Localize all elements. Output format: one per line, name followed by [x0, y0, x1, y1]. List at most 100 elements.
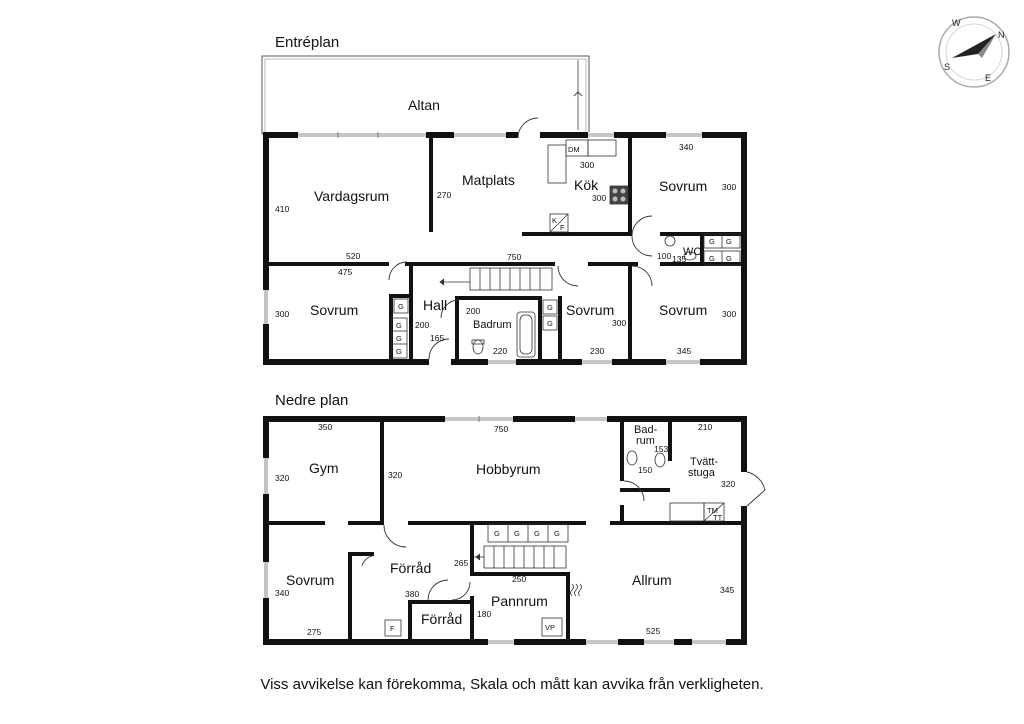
dim-bad-a: 153: [654, 444, 668, 454]
dim-sov-e-h: 300: [722, 309, 736, 319]
dim-gym-w: 350: [318, 422, 332, 432]
closet-g-10: G: [547, 319, 553, 328]
closet-g-9: G: [547, 303, 553, 312]
room-gym: Gym: [309, 460, 339, 476]
lower-floor-title: Nedre plan: [275, 392, 348, 409]
closet-g-4: G: [726, 254, 732, 263]
dim-kok-top: 300: [580, 160, 594, 170]
dim-wc-a: 100: [657, 251, 671, 261]
room-wc: WC: [683, 246, 701, 258]
room-tvattstuga-line2: stuga: [688, 467, 716, 479]
room-sovrum-w: Sovrum: [310, 302, 358, 318]
room-forrad-big: Förråd: [390, 560, 431, 576]
compass-w: W: [952, 18, 961, 28]
upper-bath-fixtures: [471, 235, 697, 358]
dim-sov-mid-w: 230: [590, 346, 604, 356]
compass-e: E: [985, 73, 991, 83]
dim-sov-mid-h: 300: [612, 318, 626, 328]
lower-stairs: [474, 545, 567, 569]
kitchen-f-label: F: [560, 223, 565, 232]
dim-wc-b: 135: [672, 254, 686, 264]
closet-g-6: G: [396, 321, 402, 330]
room-badrum: Badrum: [473, 319, 512, 331]
heatpump-label: VP: [545, 623, 555, 632]
dim-forrad-a: 265: [454, 558, 468, 568]
closet-g-5: G: [398, 302, 404, 311]
dim-tvatt-w: 210: [698, 422, 712, 432]
upper-windows: [263, 132, 702, 365]
closet-g-1: G: [709, 237, 715, 246]
lower-doors: [361, 471, 766, 601]
dim-sov-w: 275: [307, 627, 321, 637]
kitchen-fixtures: [547, 139, 629, 233]
dim-bad-b: 220: [493, 346, 507, 356]
dim-sov-h: 340: [275, 588, 289, 598]
dim-sov-ne-w: 340: [679, 142, 693, 152]
lower-walls: [263, 416, 747, 645]
dim-sov-w-w: 475: [338, 267, 352, 277]
room-altan: Altan: [408, 97, 440, 113]
dim-hall-a: 200: [415, 320, 429, 330]
lower-dimensions: 350 320 750 320 153 150 210 320 340 275 …: [275, 422, 735, 637]
compass-n: N: [998, 30, 1005, 40]
room-sovrum-ne: Sovrum: [659, 178, 707, 194]
dim-allrum-w: 525: [646, 626, 660, 636]
dim-mat-h: 270: [437, 190, 451, 200]
room-allrum: Allrum: [632, 572, 672, 588]
dim-bad-b: 150: [638, 465, 652, 475]
dim-vardag-h: 410: [275, 204, 289, 214]
room-badrum-line1: Bad-: [634, 424, 658, 436]
dim-sov-ne-h: 300: [722, 182, 736, 192]
room-kok: Kök: [574, 177, 599, 193]
upper-doors: [388, 117, 653, 360]
lower-closet-g-1: G: [494, 529, 500, 538]
room-vardagsrum: Vardagsrum: [314, 188, 389, 204]
room-hobbyrum: Hobbyrum: [476, 461, 541, 477]
room-sovrum-lower: Sovrum: [286, 572, 334, 588]
compass: N E S W: [938, 16, 1010, 88]
dim-kok-side: 300: [592, 193, 606, 203]
lower-closet-g-3: G: [534, 529, 540, 538]
dim-sov-e-w: 345: [677, 346, 691, 356]
upper-floor-title: Entréplan: [275, 34, 339, 51]
dim-pann-h: 180: [477, 609, 491, 619]
room-matplats: Matplats: [462, 172, 515, 188]
dim-gym-h: 320: [275, 473, 289, 483]
dim-sov-w-h: 300: [275, 309, 289, 319]
washer-label: TM: [707, 506, 718, 515]
closet-g-2: G: [726, 237, 732, 246]
dim-tvatt-h: 320: [721, 479, 735, 489]
lower-closet-g-4: G: [554, 529, 560, 538]
dim-forrad-b: 380: [405, 589, 419, 599]
dryer-label: TT: [713, 513, 723, 522]
room-sovrum-e: Sovrum: [659, 302, 707, 318]
dim-bad-a: 200: [466, 306, 480, 316]
room-badrum-line2: rum: [636, 435, 655, 447]
dim-vardag-w: 520: [346, 251, 360, 261]
lower-windows: [263, 416, 747, 645]
room-hall: Hall: [423, 297, 447, 313]
closet-g-3: G: [709, 254, 715, 263]
kitchen-dishwasher-label: DM: [568, 145, 580, 154]
dim-allrum-h: 345: [720, 585, 734, 595]
radiator-icon: [570, 583, 582, 597]
lower-closets: [487, 523, 569, 543]
upper-dimensions: 410 520 270 750 300 300 340 300 100 135 …: [275, 142, 736, 356]
room-pannrum: Pannrum: [491, 593, 548, 609]
dim-pann-w: 250: [512, 574, 526, 584]
disclaimer-text: Viss avvikelse kan förekomma, Skala och …: [260, 676, 764, 693]
dim-mat-w: 750: [507, 252, 521, 262]
lower-closet-g-2: G: [514, 529, 520, 538]
compass-needle-icon: [952, 34, 996, 58]
room-forrad-small: Förråd: [421, 611, 462, 627]
altan-deck: [261, 55, 590, 135]
kitchen-k-label: K: [552, 216, 557, 225]
closet-g-7: G: [396, 334, 402, 343]
compass-s: S: [944, 62, 950, 72]
lower-fixtures: [384, 450, 725, 637]
dim-hobby-w: 750: [494, 424, 508, 434]
room-tvattstuga-line1: Tvätt-: [690, 456, 718, 468]
dim-hall-b: 165: [430, 333, 444, 343]
closet-g-8: G: [396, 347, 402, 356]
